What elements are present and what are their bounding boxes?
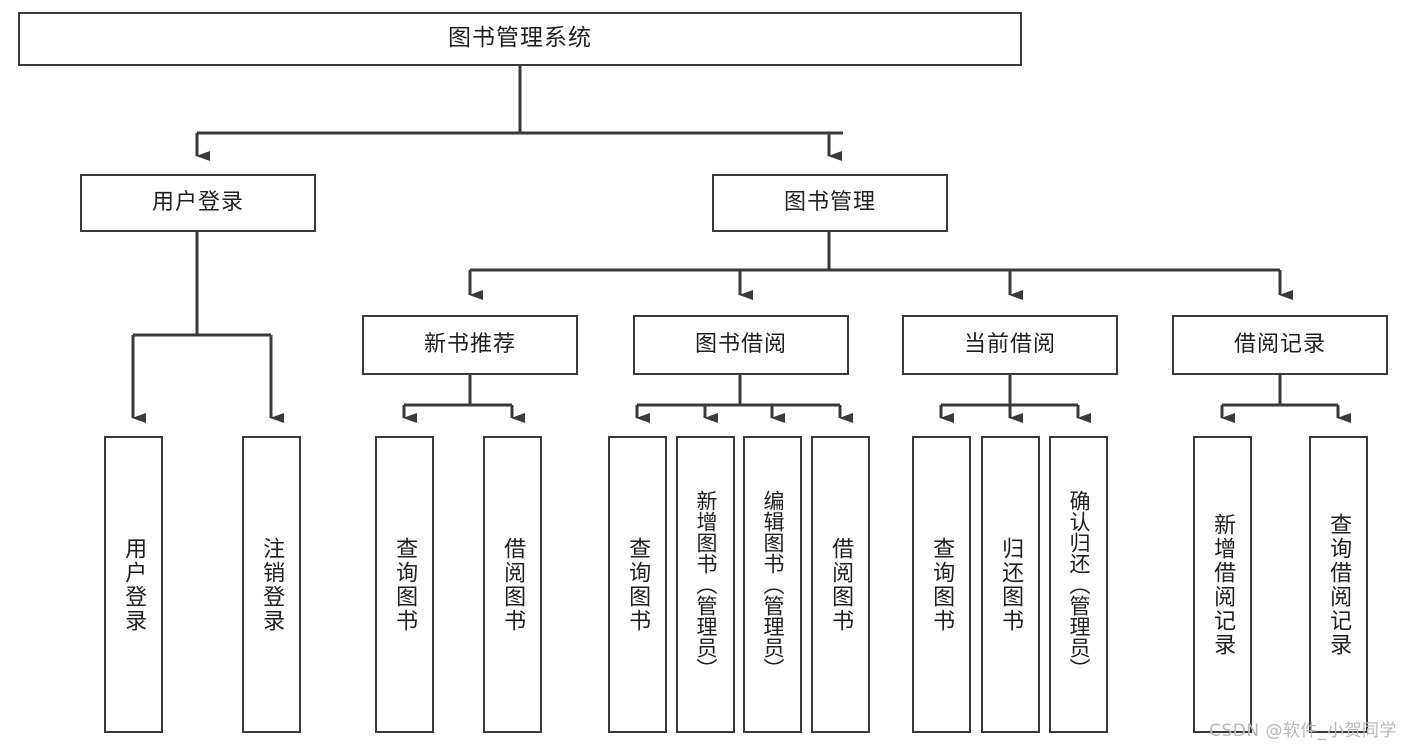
leaf-label: 新增借阅记录 <box>1210 512 1236 657</box>
leaf-label: 用户登录 <box>121 536 147 633</box>
node-new-book-recommend[interactable]: 新书推荐 <box>362 315 578 375</box>
leaf-record-add-record[interactable]: 新增借阅记录 <box>1193 436 1252 733</box>
leaf-label: 确认归还（管理员） <box>1067 490 1092 679</box>
leaf-label: 查询借阅记录 <box>1326 512 1352 657</box>
leaf-label: 查询图书 <box>929 536 955 633</box>
node-book-management[interactable]: 图书管理 <box>712 174 948 232</box>
leaf-label: 借阅图书 <box>828 536 854 633</box>
leaf-current-query-book[interactable]: 查询图书 <box>912 436 971 733</box>
leaf-label: 借阅图书 <box>500 536 526 633</box>
leaf-borrow-edit-book-admin[interactable]: 编辑图书（管理员） <box>743 436 802 733</box>
leaf-label: 归还图书 <box>998 536 1024 633</box>
node-root-system[interactable]: 图书管理系统 <box>18 12 1022 66</box>
leaf-current-return-book[interactable]: 归还图书 <box>981 436 1040 733</box>
leaf-label: 注销登录 <box>259 536 285 633</box>
csdn-watermark: CSDN @软件_小贺同学 <box>1209 721 1397 741</box>
leaf-borrow-borrow-book[interactable]: 借阅图书 <box>811 436 870 733</box>
leaf-record-query-record[interactable]: 查询借阅记录 <box>1309 436 1368 733</box>
leaf-label: 查询图书 <box>392 536 418 633</box>
leaf-label: 新增图书（管理员） <box>694 490 719 679</box>
leaf-new-book-borrow[interactable]: 借阅图书 <box>483 436 542 733</box>
node-book-borrow[interactable]: 图书借阅 <box>633 315 849 375</box>
node-user-login[interactable]: 用户登录 <box>80 174 316 232</box>
node-borrow-record[interactable]: 借阅记录 <box>1172 315 1388 375</box>
leaf-user-login-login[interactable]: 用户登录 <box>104 436 163 733</box>
leaf-new-book-query[interactable]: 查询图书 <box>375 436 434 733</box>
leaf-borrow-query-book[interactable]: 查询图书 <box>608 436 667 733</box>
leaf-label: 查询图书 <box>625 536 651 633</box>
leaf-borrow-add-book-admin[interactable]: 新增图书（管理员） <box>676 436 735 733</box>
leaf-current-confirm-return-admin[interactable]: 确认归还（管理员） <box>1049 436 1108 733</box>
leaf-user-login-logout[interactable]: 注销登录 <box>242 436 301 733</box>
node-current-borrow[interactable]: 当前借阅 <box>902 315 1118 375</box>
leaf-label: 编辑图书（管理员） <box>761 490 786 679</box>
